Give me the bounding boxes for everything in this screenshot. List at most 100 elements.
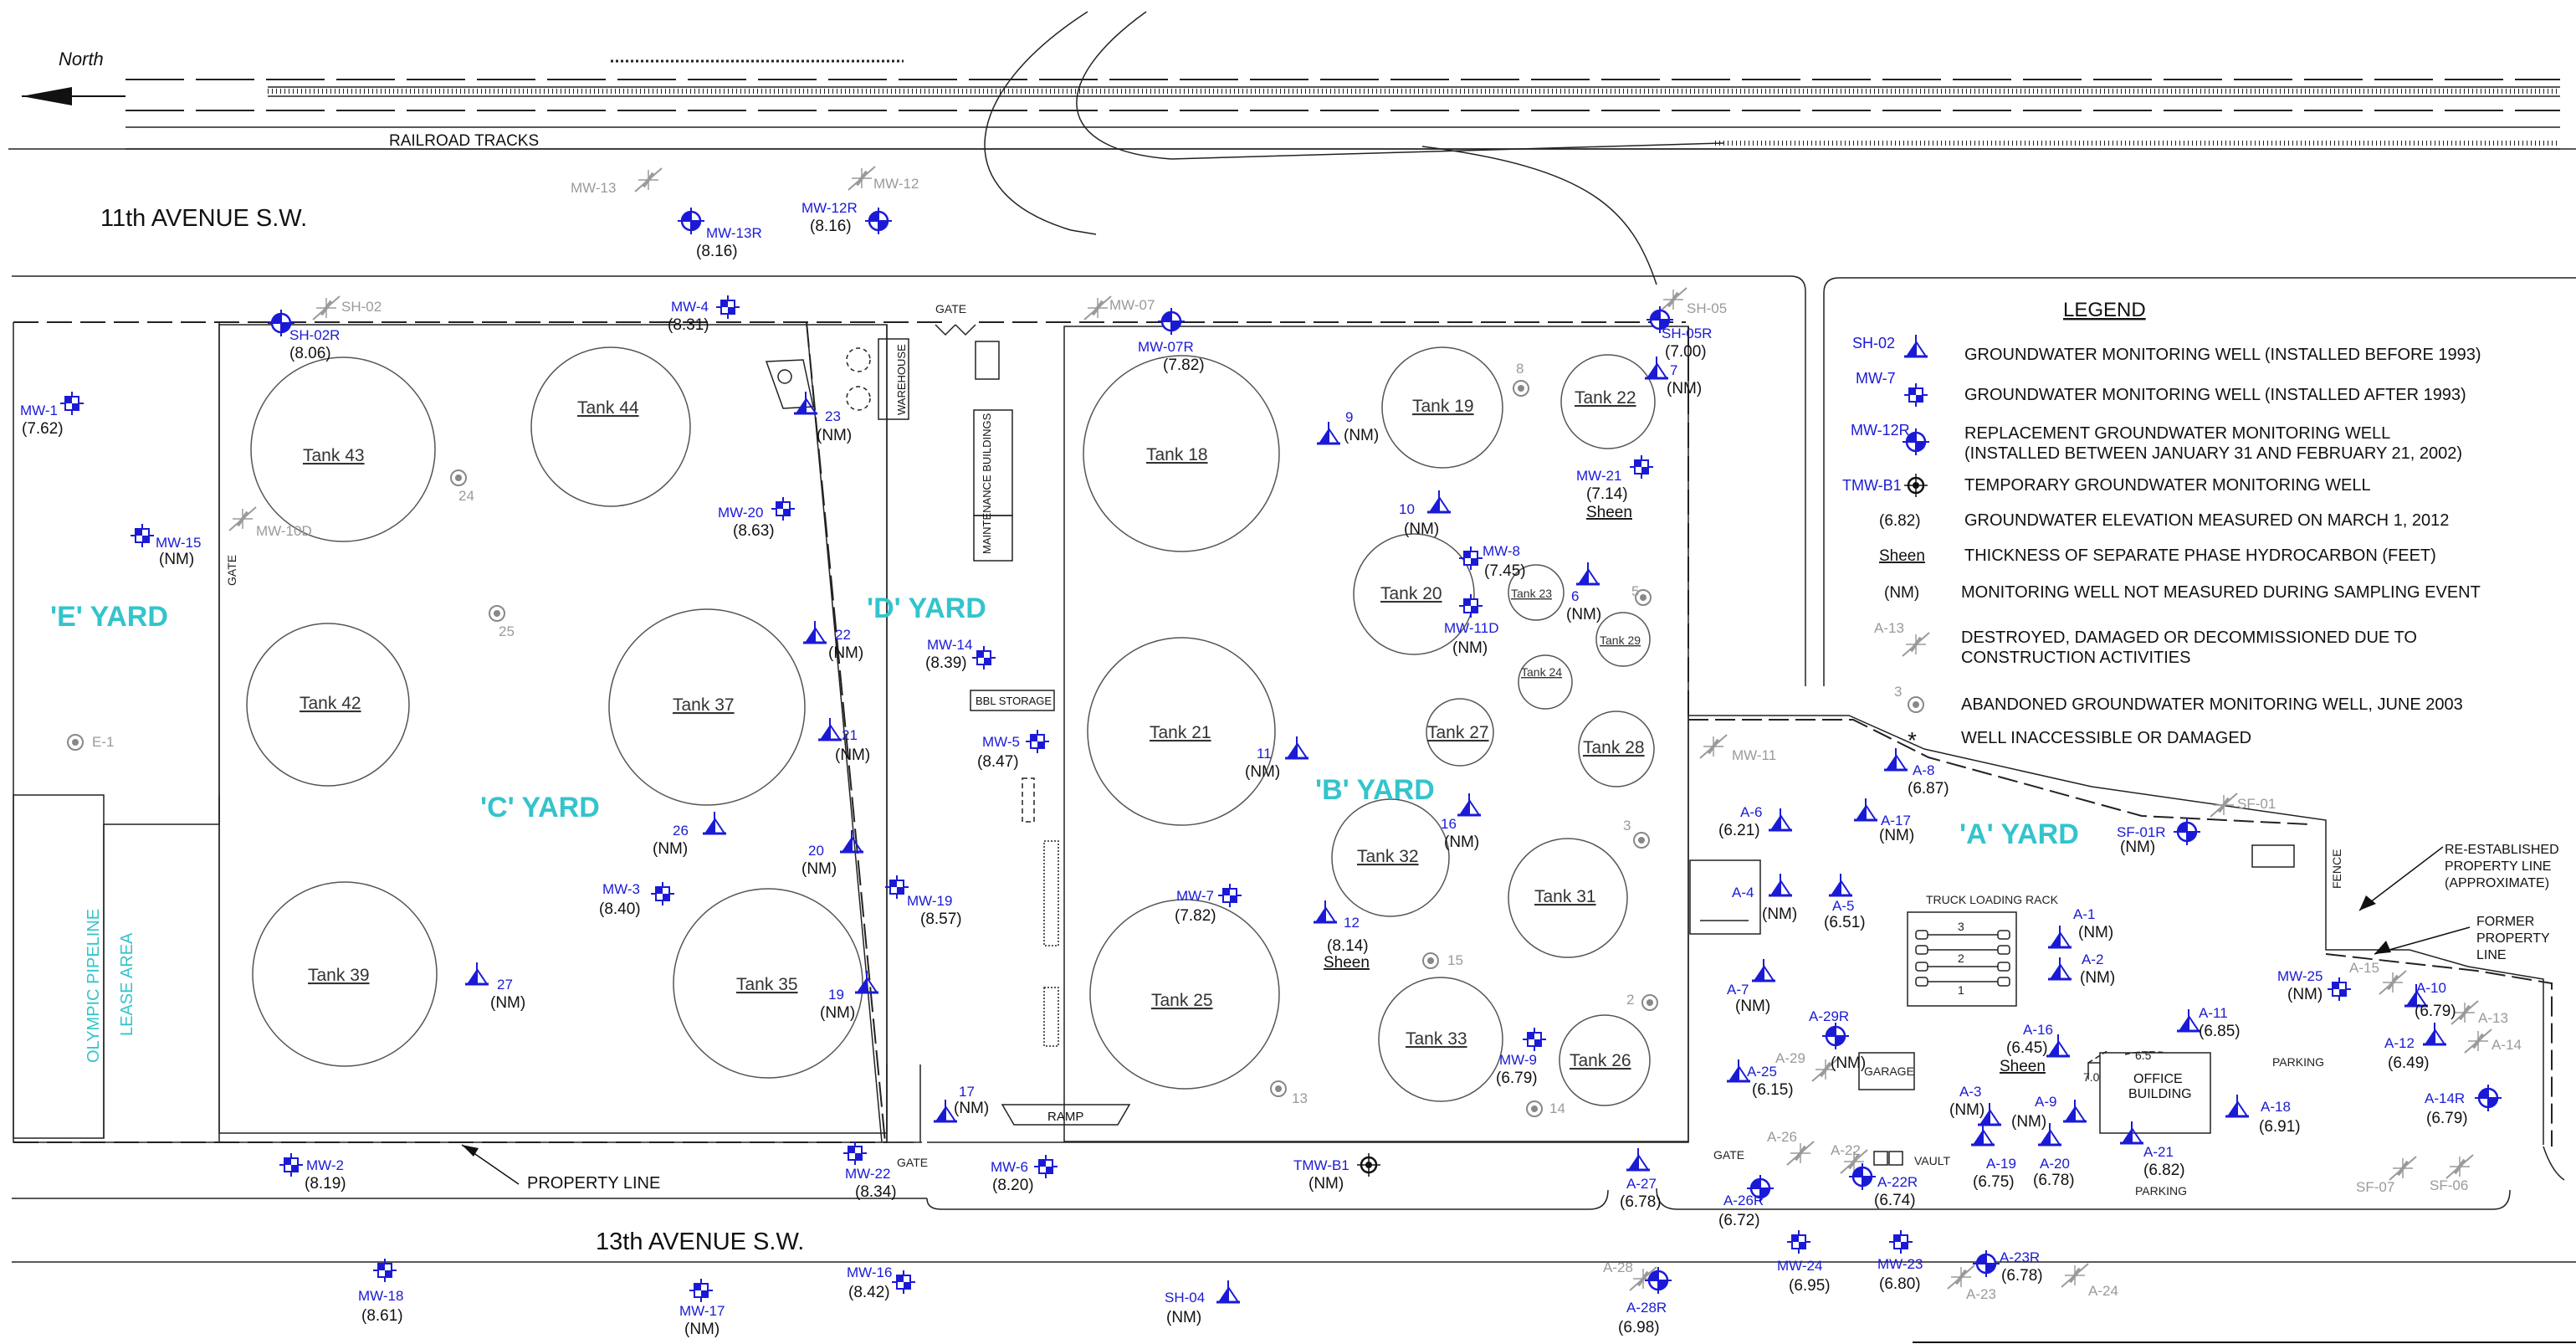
well-id: SH-02R — [289, 327, 340, 343]
well-id: MW-14 — [927, 637, 972, 653]
tank-35-label: Tank 35 — [736, 975, 798, 994]
well-value: (8.31) — [668, 316, 709, 334]
gate-label-west: GATE — [225, 555, 238, 586]
well-value: (7.82) — [1163, 357, 1205, 374]
well-id: MW-20 — [718, 505, 763, 521]
gray-a13: A-13 — [2478, 1010, 2508, 1026]
well-value: (NM) — [817, 427, 852, 444]
tank-39-label: Tank 39 — [308, 966, 370, 985]
well-id: 17 — [959, 1084, 975, 1100]
tank-20-label: Tank 20 — [1380, 584, 1442, 603]
well-id: 16 — [1441, 816, 1457, 832]
well-value: (NM) — [954, 1100, 989, 1117]
well-id: 7 — [1670, 362, 1677, 378]
legend-text-4: TEMPORARY GROUNDWATER MONITORING WELL — [1964, 476, 2371, 495]
well-value: (8.39) — [925, 654, 967, 672]
well-id: SF-01R — [2117, 824, 2166, 840]
well-sheen: Sheen — [1324, 954, 1370, 972]
well-id: 20 — [808, 843, 824, 859]
well-id: MW-07R — [1138, 339, 1194, 355]
well-id: MW-1 — [20, 403, 58, 418]
former-3: LINE — [2476, 948, 2507, 962]
well-id: A-1 — [2073, 906, 2095, 922]
well-value: (7.82) — [1175, 907, 1216, 925]
tank-43-label: Tank 43 — [303, 446, 365, 465]
legend-text-3: REPLACEMENT GROUNDWATER MONITORING WELL — [1964, 424, 2390, 443]
truck-loading-rack — [1908, 912, 2016, 1006]
well-value: (NM) — [1762, 905, 1797, 923]
rack-1: 1 — [1958, 983, 1964, 997]
well-value: (NM) — [1452, 639, 1488, 657]
yard-d-label: 'D' YARD — [867, 592, 986, 624]
tank-21-label: Tank 21 — [1150, 723, 1211, 742]
gray-mw07: MW-07 — [1109, 297, 1155, 313]
well-value: (6.85) — [2199, 1023, 2241, 1040]
well-value: (8.20) — [992, 1177, 1034, 1194]
contour-70: 7.0 — [2083, 1070, 2100, 1084]
tank-29-label: Tank 29 — [1600, 634, 1641, 647]
well-id: A-5 — [1832, 898, 1854, 914]
aband-3: 3 — [1623, 818, 1631, 834]
street-13th: 13th AVENUE S.W. — [596, 1229, 804, 1255]
aband-5: 5 — [1631, 583, 1639, 599]
well-value: (6.75) — [1973, 1173, 2015, 1191]
gray-sf07: SF-07 — [2356, 1179, 2394, 1195]
aband-25: 25 — [499, 623, 515, 639]
well-id: MW-3 — [602, 881, 640, 897]
well-value: (8.63) — [733, 522, 775, 540]
aband-8: 8 — [1516, 361, 1524, 377]
gray-mw11: MW-11 — [1732, 747, 1776, 763]
legend-sym-3: MW-12R — [1851, 422, 1910, 439]
gate-label-top: GATE — [935, 302, 966, 315]
tank-19-label: Tank 19 — [1412, 397, 1474, 416]
legend-text-8: DESTROYED, DAMAGED OR DECOMMISSIONED DUE… — [1961, 628, 2417, 647]
former-2: PROPERTY — [2476, 931, 2550, 946]
legend-text-7: MONITORING WELL NOT MEASURED DURING SAMP… — [1961, 583, 2481, 602]
legend-sym-10: * — [1908, 727, 1917, 753]
legend-text-9: ABANDONED GROUNDWATER MONITORING WELL, J… — [1961, 695, 2463, 714]
well-id: MW-6 — [991, 1159, 1028, 1175]
legend-text-10: WELL INACCESSIBLE OR DAMAGED — [1961, 729, 2251, 747]
well-id: 9 — [1345, 409, 1353, 425]
legend-text-6: THICKNESS OF SEPARATE PHASE HYDROCARBON … — [1964, 546, 2436, 565]
well-value: (6.82) — [2143, 1162, 2185, 1179]
well-id: MW-9 — [1499, 1052, 1537, 1068]
well-id: A-17 — [1881, 813, 1911, 828]
legend-sym-5: (6.82) — [1879, 512, 1921, 530]
well-value: (8.34) — [855, 1183, 897, 1201]
d-yard-buildings — [766, 339, 1129, 1125]
street-lines — [12, 276, 2576, 1262]
aband-24: 24 — [458, 488, 474, 504]
well-id: 10 — [1399, 501, 1415, 517]
north-label: North — [59, 49, 104, 69]
well-id: A-26R — [1723, 1193, 1764, 1208]
aband-13: 13 — [1292, 1090, 1308, 1106]
well-id: A-22R — [1877, 1174, 1918, 1190]
yard-a-label: 'A' YARD — [1959, 818, 2079, 850]
tank-31-label: Tank 31 — [1534, 887, 1596, 906]
well-id: MW-23 — [1877, 1256, 1923, 1272]
well-id: 27 — [497, 977, 513, 993]
well-value: (6.98) — [1618, 1319, 1660, 1336]
well-value: (NM) — [828, 644, 863, 662]
tanks — [247, 347, 1655, 1105]
well-id: MW-24 — [1777, 1258, 1822, 1274]
gray-a15: A-15 — [2349, 960, 2379, 976]
well-id: MW-16 — [847, 1264, 892, 1280]
bbl-storage-label: BBL STORAGE — [976, 695, 1052, 707]
well-id: SH-04 — [1165, 1290, 1205, 1306]
well-id: MW-2 — [306, 1157, 344, 1173]
railroad-label: RAILROAD TRACKS — [389, 132, 539, 150]
legend-sym-8: A-13 — [1874, 620, 1904, 636]
well-value: (NM) — [1166, 1309, 1201, 1326]
well-value: (8.06) — [289, 345, 331, 362]
well-id: A-14R — [2425, 1090, 2465, 1106]
well-value: (8.16) — [696, 243, 738, 260]
well-id: A-11 — [2199, 1005, 2228, 1021]
warehouse-label: WAREHOUSE — [895, 344, 908, 415]
well-id: MW-12R — [801, 200, 858, 216]
property-line-label: PROPERTY LINE — [527, 1174, 660, 1193]
well-id: 21 — [842, 727, 858, 743]
well-value: (8.19) — [305, 1175, 346, 1193]
parking-label-1: PARKING — [2272, 1055, 2324, 1069]
